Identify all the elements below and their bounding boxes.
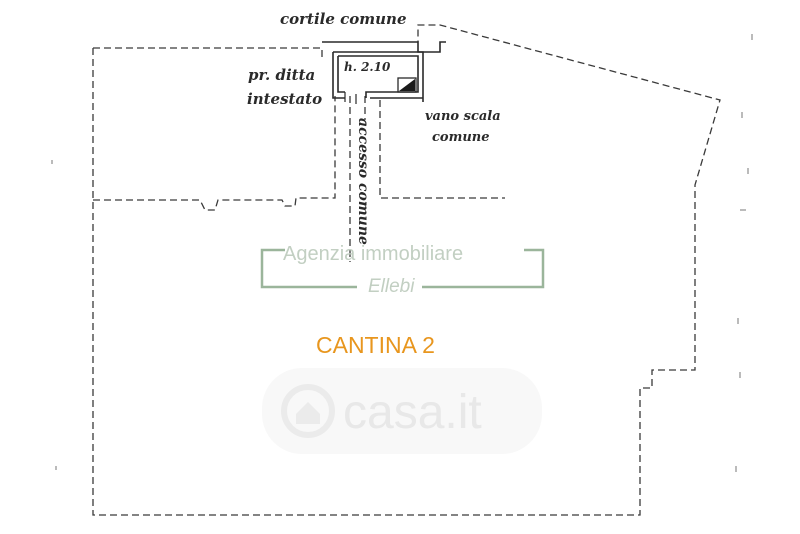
height-label: h. 2.10 [344,60,391,74]
cortile-comune-label: cortile comune [280,10,407,28]
agency-brand-text: Ellebi [368,276,415,297]
stair-icon [397,77,417,93]
agency-watermark: Agenzia immobiliare Ellebi [260,243,545,297]
scan-marks [51,34,753,472]
door-marks [344,92,357,104]
stair-block [322,41,446,102]
vano-scala-label: vano scala [425,109,501,124]
interior-walls [93,96,505,262]
house-icon [281,384,335,438]
site-watermark: casa.it [262,368,542,454]
site-watermark-text: casa.it [343,386,482,439]
pr-ditta-label: pr. ditta [248,66,315,84]
agency-name-text: Agenzia immobiliare [283,243,463,265]
intestato-label: intestato [247,90,322,108]
site-watermark-blob [262,368,542,454]
comune-label: comune [432,130,490,145]
room-label: CANTINA 2 [316,332,435,358]
accesso-comune-label: accesso comune [355,118,371,245]
agency-frame-right [422,248,545,289]
perimeter-wall [92,24,721,516]
house-icon-roof [296,402,320,424]
agency-frame-left [260,248,357,289]
